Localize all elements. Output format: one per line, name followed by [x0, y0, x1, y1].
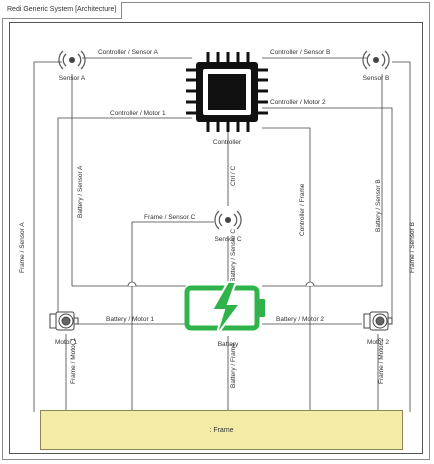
- line-frame-sensor-c: [131, 221, 214, 410]
- sensor-b-node[interactable]: Sensor B: [362, 50, 390, 82]
- line-controller-motor-1: [57, 117, 192, 318]
- line-controller-motor-2: [262, 107, 393, 318]
- label-frame-sensor-b: Frame / Sensor B: [409, 222, 416, 273]
- sensor-icon: [362, 50, 390, 70]
- label-frame-sensor-a: Frame / Sensor A: [19, 222, 26, 273]
- line-controller-frame: [262, 127, 311, 410]
- sensor-icon: [214, 210, 242, 230]
- sensor-icon: [58, 50, 86, 70]
- motor-icon: [363, 311, 393, 331]
- line-battery-sensor-b: [262, 74, 383, 287]
- chip-icon: [186, 52, 268, 132]
- motor-1-label: Motor 1: [55, 339, 77, 346]
- label-controller-sensor-a: Controller / Sensor A: [98, 49, 159, 56]
- label-frame-motor-1: Frame / Motor 1: [70, 337, 77, 384]
- line-frame-sensor-b: [392, 61, 411, 412]
- label-frame-motor-2: Frame / Motor 2: [378, 337, 385, 384]
- system-boundary: [9, 22, 423, 454]
- frame-label: : Frame: [209, 426, 234, 434]
- label-battery-motor-2: Battery / Motor 2: [276, 316, 324, 323]
- motor-1-node[interactable]: Motor 1: [49, 311, 79, 346]
- label-ctrl-c: Ctrl / C: [230, 165, 237, 186]
- motor-2-label: Motor 2: [367, 339, 389, 346]
- label-battery-frame: Battery / Frame: [230, 343, 237, 388]
- sensor-c-node[interactable]: Sensor C: [214, 210, 242, 243]
- diagram-outer-frame: [2, 2, 430, 460]
- line-hop: [305, 281, 315, 287]
- frame-node[interactable]: : Frame: [40, 410, 403, 450]
- controller-label: Controller: [213, 139, 242, 146]
- label-battery-sensor-a: Battery / Sensor A: [77, 165, 84, 218]
- sensor-b-label: Sensor B: [363, 75, 390, 82]
- label-controller-motor-1: Controller / Motor 1: [110, 110, 166, 117]
- battery-charging-icon: [184, 281, 265, 337]
- label-battery-sensor-c: Battery / Sensor C: [230, 229, 237, 282]
- battery-label: Battery: [218, 341, 239, 348]
- label-battery-sensor-b: Battery / Sensor B: [375, 179, 382, 232]
- label-controller-sensor-b: Controller / Sensor B: [270, 49, 330, 56]
- line-battery-sensor-a: [71, 74, 186, 287]
- motor-icon: [49, 311, 79, 331]
- label-battery-motor-1: Battery / Motor 1: [106, 316, 154, 323]
- label-frame-sensor-c: Frame / Sensor C: [144, 214, 196, 221]
- sensor-a-label: Sensor A: [59, 75, 86, 82]
- battery-node[interactable]: Battery: [184, 281, 265, 348]
- sensor-a-node[interactable]: Sensor A: [58, 50, 86, 82]
- motor-2-node[interactable]: Motor 2: [363, 311, 393, 346]
- label-controller-motor-2: Controller / Motor 2: [270, 99, 326, 106]
- line-hop: [127, 281, 137, 287]
- label-controller-frame: Controller / Frame: [299, 183, 306, 236]
- line-frame-sensor-a: [33, 61, 62, 412]
- sensor-c-label: Sensor C: [214, 236, 241, 243]
- diagram-title: Redi Generic System [Architecture]: [2, 2, 123, 19]
- controller-node[interactable]: Controller: [186, 52, 268, 146]
